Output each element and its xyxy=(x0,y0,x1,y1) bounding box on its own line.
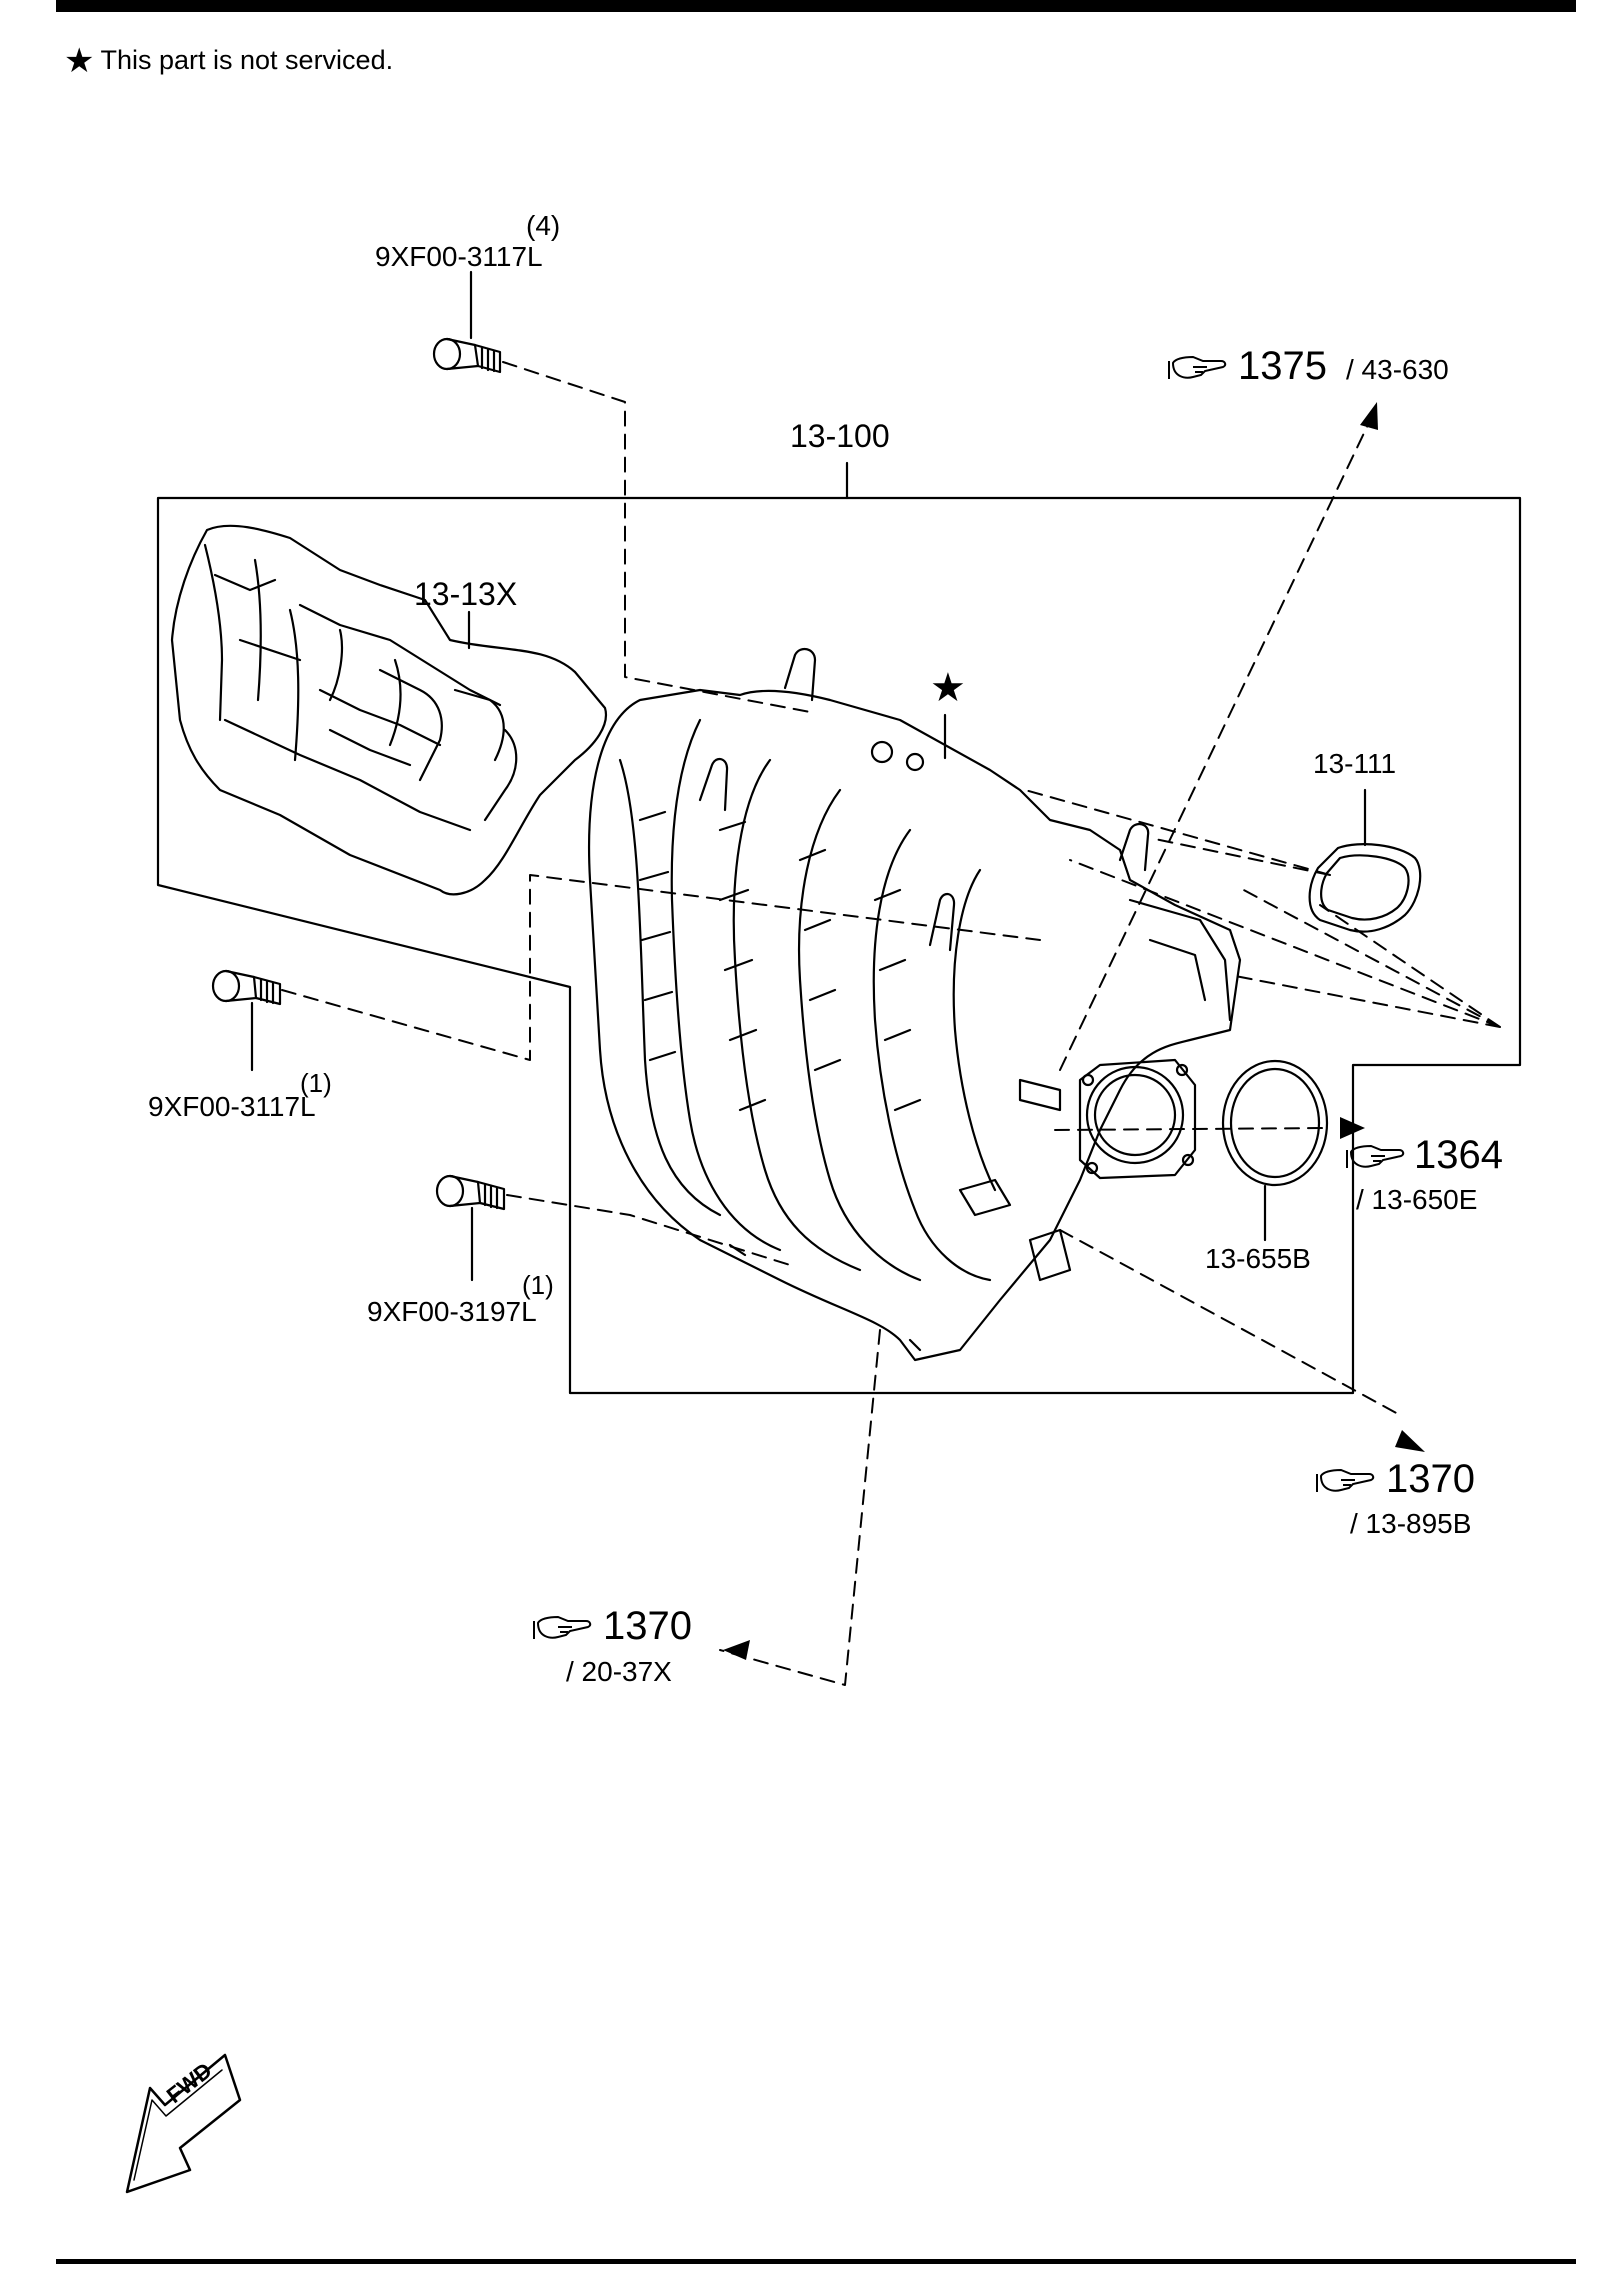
ref-1370-left-page[interactable]: 1370 xyxy=(603,1604,692,1648)
bottom-rule xyxy=(56,2259,1576,2264)
bolt-mid xyxy=(211,969,282,1006)
intake-manifold xyxy=(587,647,1242,1362)
ref-1364-page[interactable]: 1364 xyxy=(1414,1133,1503,1177)
pointing-hand-icon xyxy=(1346,1144,1405,1168)
arrow-1370-left xyxy=(723,1640,750,1660)
ref-1370-right-page[interactable]: 1370 xyxy=(1386,1457,1475,1501)
bolt-mid-part: 9XF00-3117L xyxy=(148,1091,316,1122)
footnote-text: This part is not serviced. xyxy=(100,45,394,75)
bolt-top-qty: (4) xyxy=(526,210,561,241)
ref-1370-right-code[interactable]: / 13-895B xyxy=(1350,1508,1472,1539)
arrow-1375 xyxy=(1360,402,1378,430)
star-marker-icon: ★ xyxy=(930,666,966,710)
gasket-ring-label: 13-655B xyxy=(1205,1243,1311,1274)
gasket-13-111-inner xyxy=(1320,854,1410,921)
ref-1375-code[interactable]: / 43-630 xyxy=(1346,354,1449,385)
dashed-lines xyxy=(281,361,1501,1686)
bolt-top-part: 9XF00-3117L xyxy=(375,241,543,272)
arrow-1370-right xyxy=(1395,1430,1425,1452)
gasket-13-655b xyxy=(1221,1059,1329,1187)
manifold-assy-label: 13-100 xyxy=(790,418,890,454)
footnote: ★This part is not serviced. xyxy=(64,42,394,80)
gasket-small-label: 13-111 xyxy=(1313,748,1397,779)
bolt-mid-qty: (1) xyxy=(300,1068,332,1098)
pointing-hand-icon xyxy=(533,1615,592,1639)
ref-1364-code[interactable]: / 13-650E xyxy=(1356,1184,1478,1215)
star-icon: ★ xyxy=(64,42,95,80)
assembly-outline xyxy=(156,496,1522,1395)
bolt-low-qty: (1) xyxy=(522,1270,554,1300)
cover-label: 13-13X xyxy=(414,576,518,612)
pointing-hand-icon xyxy=(1168,355,1227,379)
ref-1375-page[interactable]: 1375 xyxy=(1238,344,1327,388)
arrowheads xyxy=(723,402,1425,1660)
bolt-low xyxy=(435,1174,506,1211)
bolt-low-part: 9XF00-3197L xyxy=(367,1296,537,1327)
bolt-top xyxy=(432,337,502,374)
top-rule xyxy=(56,0,1576,12)
pointing-hand-icon xyxy=(1316,1468,1375,1492)
manifold-cover xyxy=(170,524,608,896)
fwd-arrow-icon xyxy=(125,2053,242,2194)
gasket-13-111 xyxy=(1308,843,1422,933)
ref-1370-left-code[interactable]: / 20-37X xyxy=(566,1656,672,1687)
arrow-1364 xyxy=(1340,1117,1365,1139)
